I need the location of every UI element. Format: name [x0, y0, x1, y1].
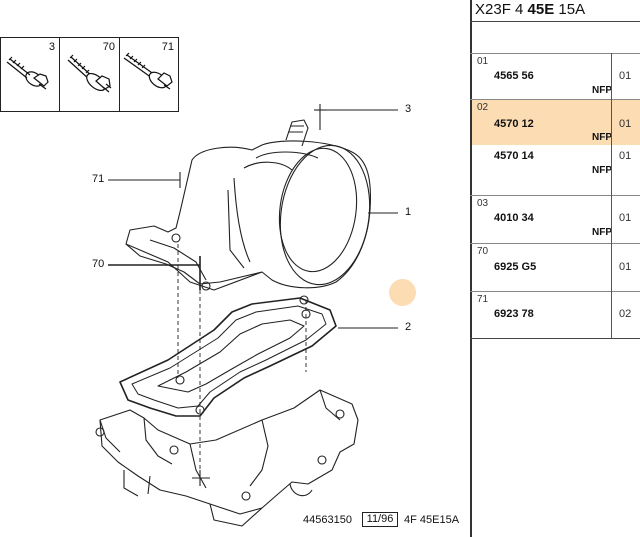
part-number[interactable]: 4570 12: [494, 118, 534, 130]
pump-front-face: [279, 144, 371, 286]
callout-71[interactable]: 71: [92, 173, 105, 185]
part-ref: 01: [477, 56, 489, 67]
pump-outlet-nozzle: [285, 119, 309, 147]
part-number[interactable]: 6925 G5: [494, 261, 537, 273]
part-number[interactable]: 4565 56: [494, 70, 534, 82]
part-qty: 01: [619, 212, 632, 224]
part-row-70[interactable]: 70 6925 G5 01: [472, 244, 640, 290]
part-qty: 02: [619, 308, 632, 320]
callout-2[interactable]: 2: [405, 321, 412, 333]
flange-bolt-icon: [67, 54, 112, 93]
fastener-number-71: 71: [161, 41, 174, 53]
fastener-number-70: 70: [102, 41, 115, 53]
part-ref: 70: [477, 246, 489, 257]
fastener-box-70[interactable]: 70: [59, 37, 120, 112]
part-qty: 01: [619, 150, 632, 162]
drawing-date: 11/96: [362, 512, 398, 527]
part-nfp: NFP: [592, 227, 612, 238]
header-prefix: X23F 4: [475, 1, 528, 18]
part-row-01[interactable]: 01 4565 56 NFP 01: [472, 54, 640, 97]
long-flange-bolt-icon: [123, 52, 173, 90]
part-row-02b[interactable]: 4570 14 NFP 01: [472, 146, 640, 194]
drawing-code: 4F 45E15A: [404, 514, 460, 526]
header-suffix: 15A: [554, 1, 586, 18]
fastener-box-3[interactable]: 3: [0, 37, 60, 112]
assembly-drawing: [95, 104, 398, 527]
panel-header: X23F 4 45E 15A: [470, 0, 640, 22]
header-bold: 45E: [527, 1, 555, 18]
part-number[interactable]: 6923 78: [494, 308, 534, 320]
gasket: [119, 297, 337, 417]
parts-list-panel: X23F 4 45E 15A 01 4565 56 NFP 01 02 4570…: [470, 0, 640, 537]
part-nfp: NFP: [592, 85, 612, 96]
part-row-02[interactable]: 02 4570 12 NFP 01: [472, 100, 640, 145]
selection-marker: [389, 279, 416, 306]
part-qty: 01: [619, 118, 632, 130]
part-qty: 01: [619, 70, 632, 82]
part-number[interactable]: 4570 14: [494, 150, 534, 162]
part-number[interactable]: 4010 34: [494, 212, 534, 224]
exploded-diagram: 3 70 71: [0, 37, 460, 527]
short-bolt-with-washer-icon: [6, 56, 49, 90]
part-ref: 03: [477, 198, 489, 209]
part-row-71[interactable]: 71 6923 78 02: [472, 292, 640, 338]
part-nfp: NFP: [592, 165, 612, 176]
callout-1[interactable]: 1: [405, 206, 412, 218]
drawing-number: 44563150: [303, 514, 352, 526]
part-ref: 71: [477, 294, 489, 305]
part-nfp: NFP: [592, 132, 612, 143]
engine-block: [99, 389, 359, 515]
part-ref: 02: [477, 102, 489, 113]
part-qty: 01: [619, 261, 632, 273]
fastener-number-3: 3: [48, 41, 55, 53]
callout-70[interactable]: 70: [92, 258, 105, 270]
callout-3[interactable]: 3: [405, 103, 412, 115]
fastener-box-71[interactable]: 71: [119, 37, 179, 112]
part-row-03[interactable]: 03 4010 34 NFP 01: [472, 196, 640, 242]
